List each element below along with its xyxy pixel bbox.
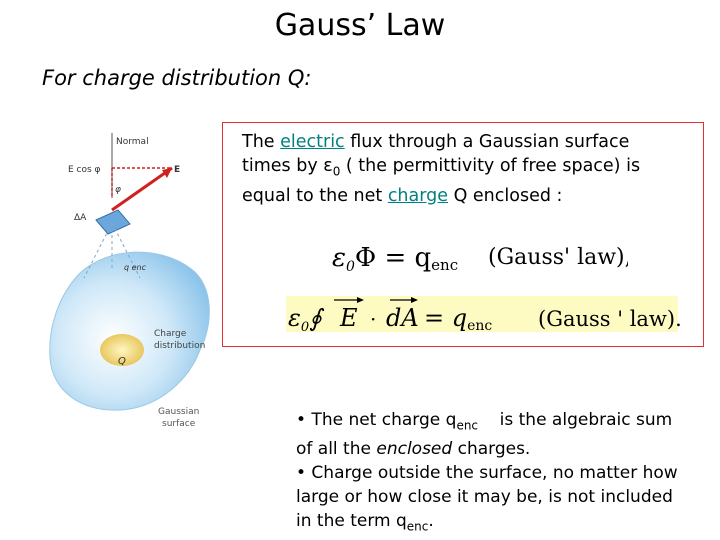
svg-text:ε0Φ = qenc: ε0Φ = qenc (332, 243, 458, 274)
e-label: E (174, 165, 180, 175)
gaussian-label-1: Gaussian (158, 407, 199, 417)
svg-text:ε0∮: ε0∮ (288, 304, 325, 335)
charge-label-2: distribution (154, 341, 205, 351)
qenc-label: q enc (124, 263, 147, 272)
equation2-tag: (Gauss ' law). (538, 307, 682, 331)
svg-text:·: · (370, 307, 376, 331)
definition-line-3: equal to the net charge Q enclosed : (242, 185, 563, 206)
normal-label: Normal (116, 137, 149, 147)
gaussian-surface-shape (49, 251, 210, 411)
bullet-notes: • The net charge qenc is the algebraic s… (296, 408, 716, 539)
gauss-law-equation-2: ε0∮ E · dA = qenc (Gauss ' law). (288, 297, 682, 335)
gaussian-surface-figure: Normal E cos φ E φ ΔA q enc Charge distr… (49, 133, 210, 429)
ecos-label: E cos φ (68, 165, 101, 175)
definition-line-2: times by ε0 ( the permittivity of free s… (242, 156, 641, 179)
area-element-da (95, 209, 131, 235)
charge-distribution-blob (100, 334, 144, 366)
bullet-line-3: • Charge outside the surface, no matter … (296, 463, 678, 484)
da-label: ΔA (74, 213, 87, 223)
slide-subtitle: For charge distribution Q: (42, 66, 312, 90)
charge-link[interactable]: charge (387, 185, 449, 206)
bullet-line-5: in the term qenc. (296, 511, 434, 534)
charge-label-1: Charge (154, 329, 187, 339)
slide-title: Gauss’ Law (274, 8, 446, 43)
bullet-line-1: • The net charge qenc is the algebraic s… (296, 410, 673, 433)
electric-link[interactable]: electric (280, 132, 345, 152)
svg-text:dA: dA (386, 304, 419, 332)
equation-2-highlight (286, 296, 678, 332)
definition-line-1: The electric flux through a Gaussian sur… (242, 132, 630, 152)
bullet-line-4: large or how close it may be, is not inc… (296, 487, 673, 508)
svg-text:E: E (339, 304, 358, 332)
e-vector-arrow (111, 166, 173, 212)
gaussian-label-2: surface (162, 419, 196, 429)
svg-text:= qenc: = qenc (424, 304, 492, 334)
phi-label: φ (115, 185, 121, 195)
definition-box (222, 122, 704, 347)
q-label: Q (118, 356, 126, 367)
definition-text: The electric flux through a Gaussian sur… (242, 130, 702, 208)
equation1-tag: (Gauss' law), (488, 245, 628, 270)
bullet-line-2: of all the enclosed charges. (296, 439, 531, 460)
gauss-law-equation-1: ε0Φ = qenc (Gauss' law), (332, 243, 628, 274)
